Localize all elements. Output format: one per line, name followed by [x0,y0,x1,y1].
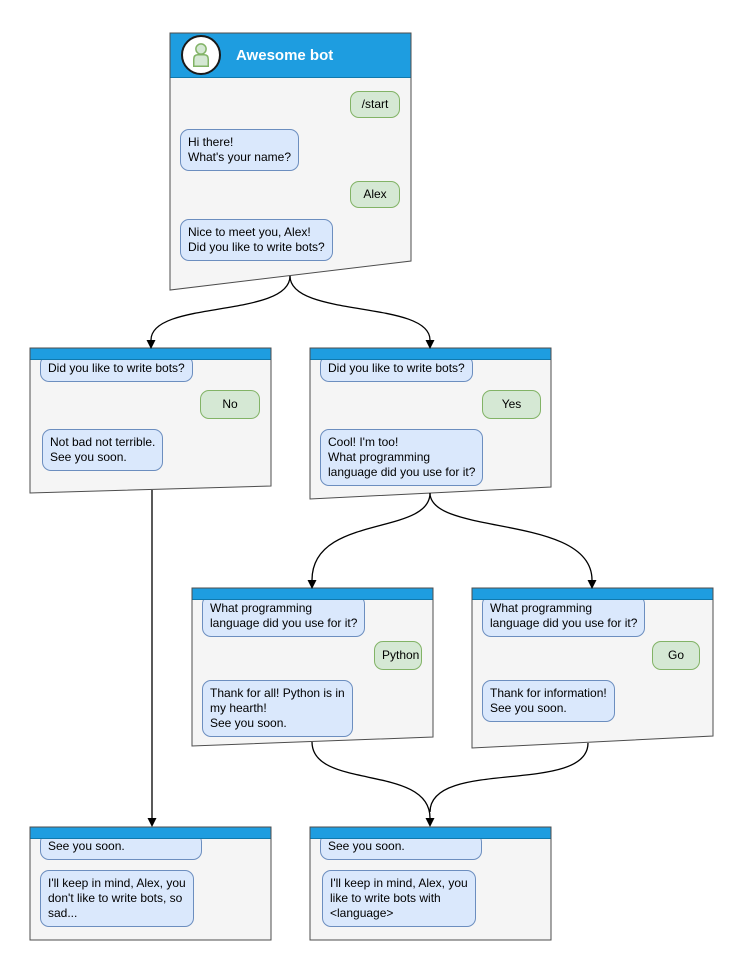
bot-message-summary: I'll keep in mind, Alex, you don't like … [40,870,194,927]
end-yes-header [310,827,551,839]
branch-python-header [192,588,433,600]
chat-window-main: Awesome bot /start Hi there! What's your… [170,33,411,290]
bot-message-greeting: Hi there! What's your name? [180,129,300,171]
chat-window-branch-no: Did you like to write bots? No Not bad n… [30,348,271,494]
user-message-go: Go [652,641,700,670]
bot-message-reply: Cool! I'm too! What programming language… [320,429,484,486]
chat-window-branch-yes: Did you like to write bots? Yes Cool! I'… [310,348,551,499]
end-no-header [30,827,271,839]
user-message-start: /start [350,91,400,118]
bot-message-question: What programming language did you use fo… [202,595,366,637]
chat-window-branch-go: What programming language did you use fo… [472,588,713,748]
bot-message-reply: Thank for information! See you soon. [482,680,615,722]
bot-title: Awesome bot [236,47,334,64]
chat-window-end-no: See you soon. I'll keep in mind, Alex, y… [30,827,271,940]
main-window-header: Awesome bot [170,33,411,78]
bot-message-summary: I'll keep in mind, Alex, you like to wri… [322,870,476,927]
bot-message-reply: Thank for all! Python is in my hearth! S… [202,680,353,737]
bot-message-question: What programming language did you use fo… [482,595,646,637]
branch-no-header [30,348,271,360]
chat-window-branch-python: What programming language did you use fo… [192,588,433,746]
branch-go-header [472,588,713,600]
person-icon [193,43,209,67]
user-message-yes: Yes [482,390,541,419]
chat-window-end-yes: See you soon. I'll keep in mind, Alex, y… [310,827,551,940]
branch-yes-header [310,348,551,360]
user-message-no: No [200,390,260,419]
bot-message-ask-bots: Nice to meet you, Alex! Did you like to … [180,219,333,261]
user-message-name: Alex [350,181,400,208]
user-message-python: Python [374,641,422,670]
bot-message-reply: Not bad not terrible. See you soon. [42,429,164,471]
avatar [181,35,221,75]
